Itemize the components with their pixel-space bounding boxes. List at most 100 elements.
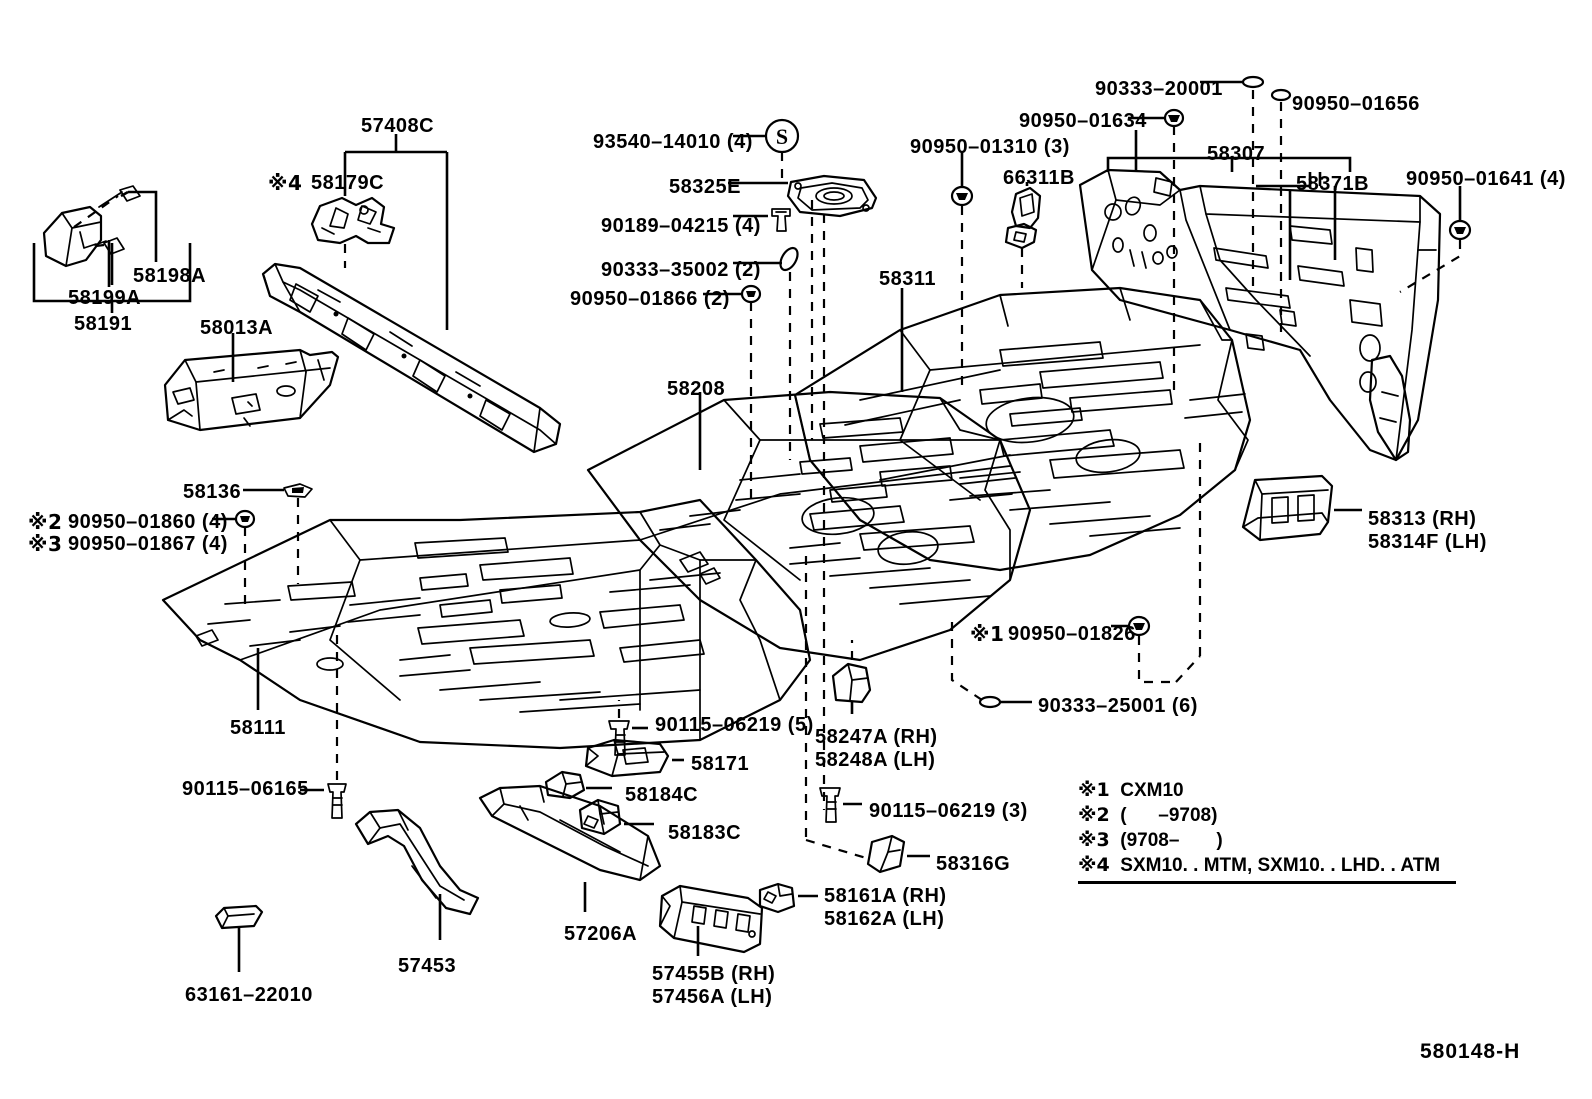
part-57206A (478, 784, 662, 912)
part-label-58191: 58191 (74, 313, 133, 335)
part-58313-bracket (1241, 474, 1362, 542)
part-58136 (243, 483, 313, 584)
part-label-63161: 63161–22010 (185, 984, 313, 1006)
part-label-57456a: 57456A (LH) (652, 986, 773, 1008)
part-57408C-group (310, 134, 449, 330)
part-label-58316g: 58316G (936, 853, 1011, 875)
part-93540-14010-marker: S (733, 118, 800, 180)
part-58013A (163, 333, 340, 432)
part-label-58199a: 58199A (68, 287, 142, 309)
part-90333-25001-plug (950, 620, 1032, 709)
part-label-58371b: 58371B (1296, 173, 1370, 195)
part-label-58314f: 58314F (LH) (1368, 531, 1487, 553)
part-label-90950-01860: 90950–01860 (4) (68, 511, 228, 533)
part-58171 (584, 738, 684, 778)
part-63161-22010 (214, 904, 264, 972)
legend-mark-3: ※3 (1078, 829, 1110, 851)
part-label-93540: 93540–14010 (4) (593, 131, 753, 153)
part-label-90950-01867: 90950–01867 (4) (68, 533, 228, 555)
part-label-90950-01641: 90950–01641 (4) (1406, 168, 1566, 190)
part-90950-01826-grommet (1111, 440, 1202, 684)
part-57453 (354, 808, 480, 940)
part-label-90950-01310: 90950–01310 (3) (910, 136, 1070, 158)
part-label-90115-06219-3: 90115–06219 (3) (869, 800, 1028, 822)
part-label-58183c: 58183C (668, 822, 742, 844)
part-label-58111: 58111 (230, 717, 286, 739)
part-58316G (866, 834, 930, 874)
part-90115-06219-5-bolt (608, 700, 648, 756)
part-90950-01866-grommet (703, 284, 762, 500)
part-90950-01656-plug (1270, 88, 1292, 340)
dashed-guide-2 (805, 838, 867, 860)
part-label-57206a: 57206A (564, 923, 638, 945)
part-label-90115-06219-5: 90115–06219 (5) (655, 714, 814, 736)
legend-row-4: ※4 SXM10. . MTM, SXM10. . LHD. . ATM (1078, 853, 1456, 878)
part-label-90115-06165: 90115–06165 (182, 778, 309, 800)
legend-row-1: ※1 CXM10 (1078, 778, 1456, 803)
legend-text-2: ( –9708) (1120, 805, 1218, 826)
legend-text-1: CXM10 (1120, 780, 1184, 801)
legend-text-3: (9708– ) (1120, 830, 1223, 851)
part-label-58161a: 58161A (RH) (824, 885, 947, 907)
part-label-90333-20001: 90333–20001 (1095, 78, 1223, 100)
part-label-90950-01826: 90950–01826 (1008, 623, 1136, 645)
part-label-58311: 58311 (879, 268, 937, 290)
part-90333-35002-plug (733, 246, 799, 460)
part-90115-06219-3-bolt (819, 787, 862, 823)
part-label-mark3: ※3 (28, 532, 63, 556)
part-label-58162a: 58162A (LH) (824, 908, 945, 930)
part-label-58198a: 58198A (133, 265, 207, 287)
part-label-90950-01866: 90950–01866 (2) (570, 288, 730, 310)
part-label-58136: 58136 (183, 481, 242, 503)
part-57455B (658, 884, 764, 956)
legend-mark-1: ※1 (1078, 779, 1110, 801)
part-58161A (758, 882, 818, 914)
part-label-mark2: ※2 (28, 510, 63, 534)
part-label-58184c: 58184C (625, 784, 699, 806)
part-label-mark4a: ※4 (268, 171, 303, 195)
part-label-58171: 58171 (691, 753, 750, 775)
part-label-58248a: 58248A (LH) (815, 749, 936, 771)
part-90950-01634-grommet (1128, 108, 1185, 390)
part-label-58179c: 58179C (311, 172, 385, 194)
part-label-58013a: 58013A (200, 317, 274, 339)
part-90950-01860-grommet (212, 509, 256, 608)
legend-mark-2: ※2 (1078, 804, 1110, 826)
part-58208-floor-panel (586, 390, 1032, 662)
legend-row-2: ※2 ( –9708) (1078, 803, 1456, 828)
part-label-90950-01656: 90950–01656 (1292, 93, 1420, 115)
part-label-58307: 58307 (1207, 143, 1266, 165)
part-90950-01641-grommet (1399, 186, 1472, 293)
part-label-90950-01634: 90950–01634 (1019, 110, 1147, 132)
legend-row-3: ※3 (9708– ) (1078, 828, 1456, 853)
part-57408C-member (261, 262, 562, 454)
part-label-90333-25001: 90333–25001 (6) (1038, 695, 1198, 717)
part-label-mark1b: ※1 (970, 622, 1005, 646)
part-66311B (1004, 182, 1042, 288)
legend-mark-4: ※4 (1078, 854, 1110, 876)
part-90189-04215-clip (733, 208, 791, 232)
legend-box: ※1 CXM10 ※2 ( –9708) ※3 (9708– ) ※4 SXM1… (1078, 778, 1456, 884)
part-58325E (728, 174, 878, 810)
part-label-57455b: 57455B (RH) (652, 963, 776, 985)
part-label-58313: 58313 (RH) (1368, 508, 1477, 530)
part-58191-group (32, 185, 192, 313)
part-58184C (544, 770, 612, 800)
part-label-57408c: 57408C (361, 115, 435, 137)
part-label-66311b: 66311B (1003, 167, 1075, 189)
legend-text-4: SXM10. . MTM, SXM10. . LHD. . ATM (1120, 855, 1441, 876)
part-58111-floor-pan (161, 498, 812, 750)
part-58307-rear-panel (1078, 130, 1442, 462)
sheet-code: 580148-H (1420, 1040, 1521, 1063)
part-label-90189: 90189–04215 (4) (601, 215, 761, 237)
svg-text:S: S (776, 124, 788, 149)
part-label-58208: 58208 (667, 378, 726, 400)
part-label-90333-35002: 90333–35002 (2) (601, 259, 761, 281)
part-90115-06165-bolt (300, 634, 347, 819)
part-90333-20001-plug (1200, 75, 1265, 290)
part-58311-rear-floor-pan (793, 286, 1252, 572)
part-90950-01310-grommet (950, 152, 974, 386)
part-label-58247a: 58247A (RH) (815, 726, 938, 748)
